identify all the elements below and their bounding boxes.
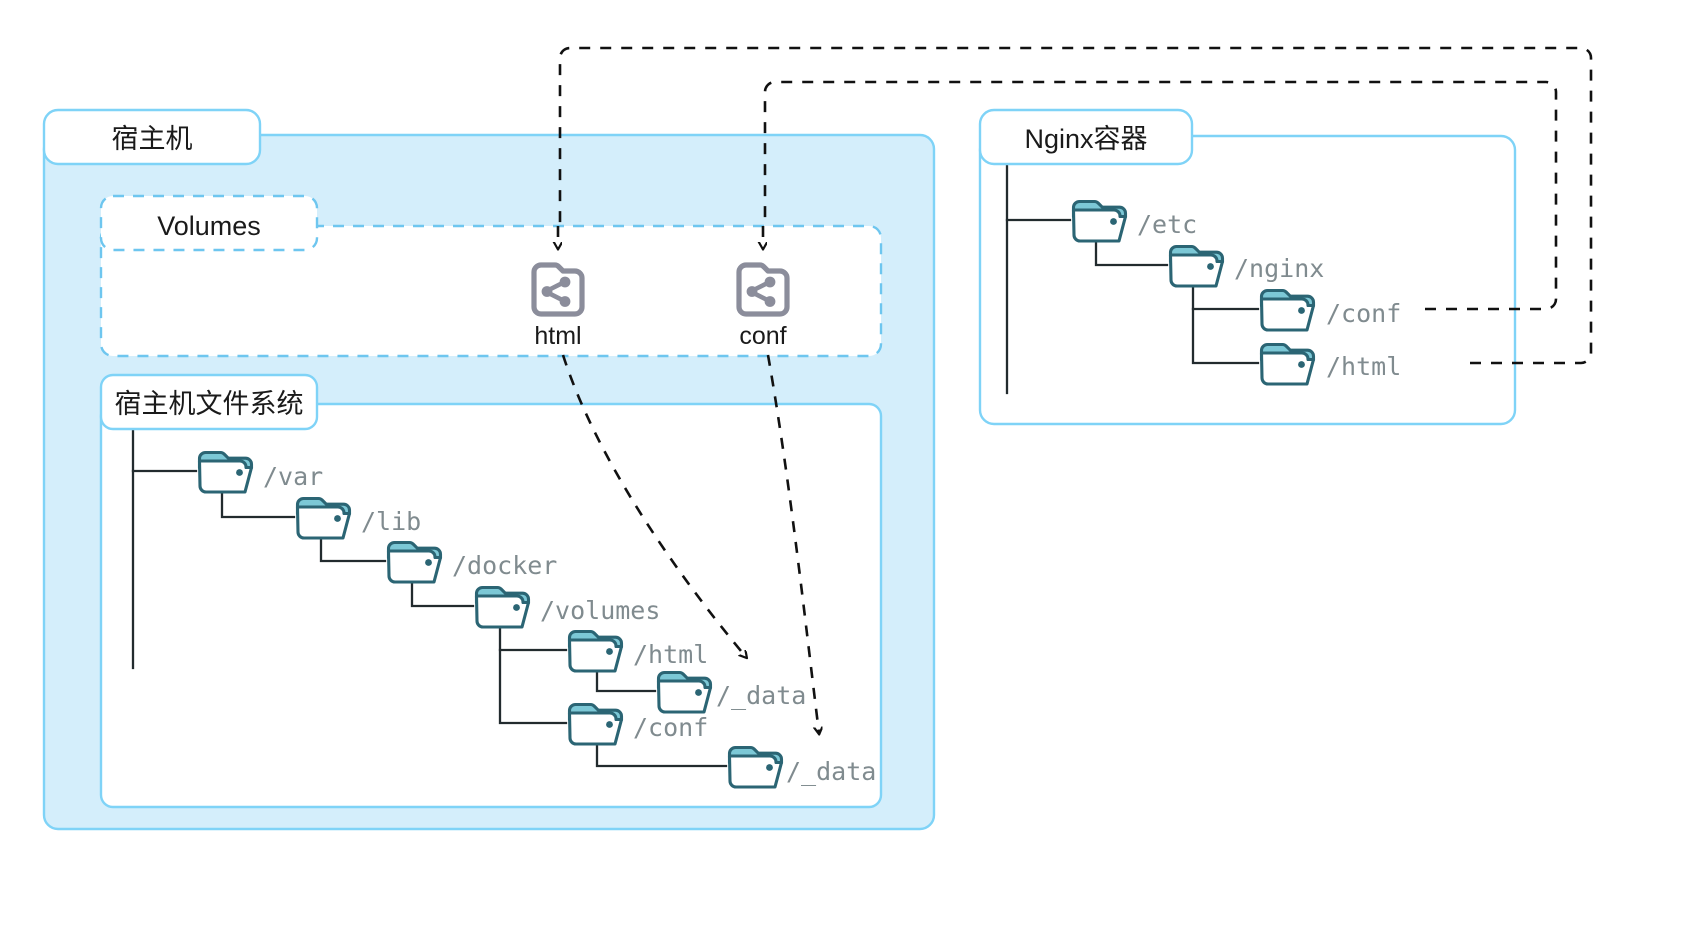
volume-label-conf: conf xyxy=(739,322,786,350)
host-fs-tree-lines xyxy=(131,402,728,768)
mount-arrowheads-volumes xyxy=(558,226,763,248)
nginx-title-pill xyxy=(978,108,1194,166)
hostfs-path-docker: /docker xyxy=(452,551,557,580)
volumes-box xyxy=(99,224,883,358)
hostfs-path-lib: /lib xyxy=(361,507,421,536)
hostfs-path-conf: /conf xyxy=(633,713,708,742)
container-path-nginx: /nginx xyxy=(1234,254,1324,283)
host-fs-title-pill xyxy=(99,373,319,431)
volumes-title-pill xyxy=(99,194,319,252)
mount-connector-html xyxy=(558,46,1593,365)
hostfs-path-html: /html xyxy=(633,640,708,669)
container-path-conf: /conf xyxy=(1326,299,1401,328)
volumes-title: Volumes xyxy=(157,211,261,241)
volume-conf-to-data xyxy=(766,354,819,733)
nginx-container-title: Nginx容器 xyxy=(1024,124,1147,154)
host-title: 宿主机 xyxy=(112,124,193,154)
hostfs-path-html-data: /_data xyxy=(716,681,806,710)
container-path-etc: /etc xyxy=(1137,210,1197,239)
volume-label-html: html xyxy=(534,322,581,350)
volume-to-hostfs-connectors xyxy=(561,354,819,733)
hostfs-path-volumes: /volumes xyxy=(540,596,660,625)
host-title-pill xyxy=(42,108,262,166)
host-fs-title: 宿主机文件系统 xyxy=(115,389,304,419)
container-tree-lines xyxy=(1005,158,1260,395)
hostfs-path-conf-data: /_data xyxy=(786,757,876,786)
container-path-html: /html xyxy=(1326,352,1401,381)
hostfs-path-var: /var xyxy=(263,462,323,491)
volume-html-to-data xyxy=(561,354,746,657)
mount-connectors xyxy=(558,46,1593,365)
mount-connector-conf xyxy=(763,80,1558,311)
